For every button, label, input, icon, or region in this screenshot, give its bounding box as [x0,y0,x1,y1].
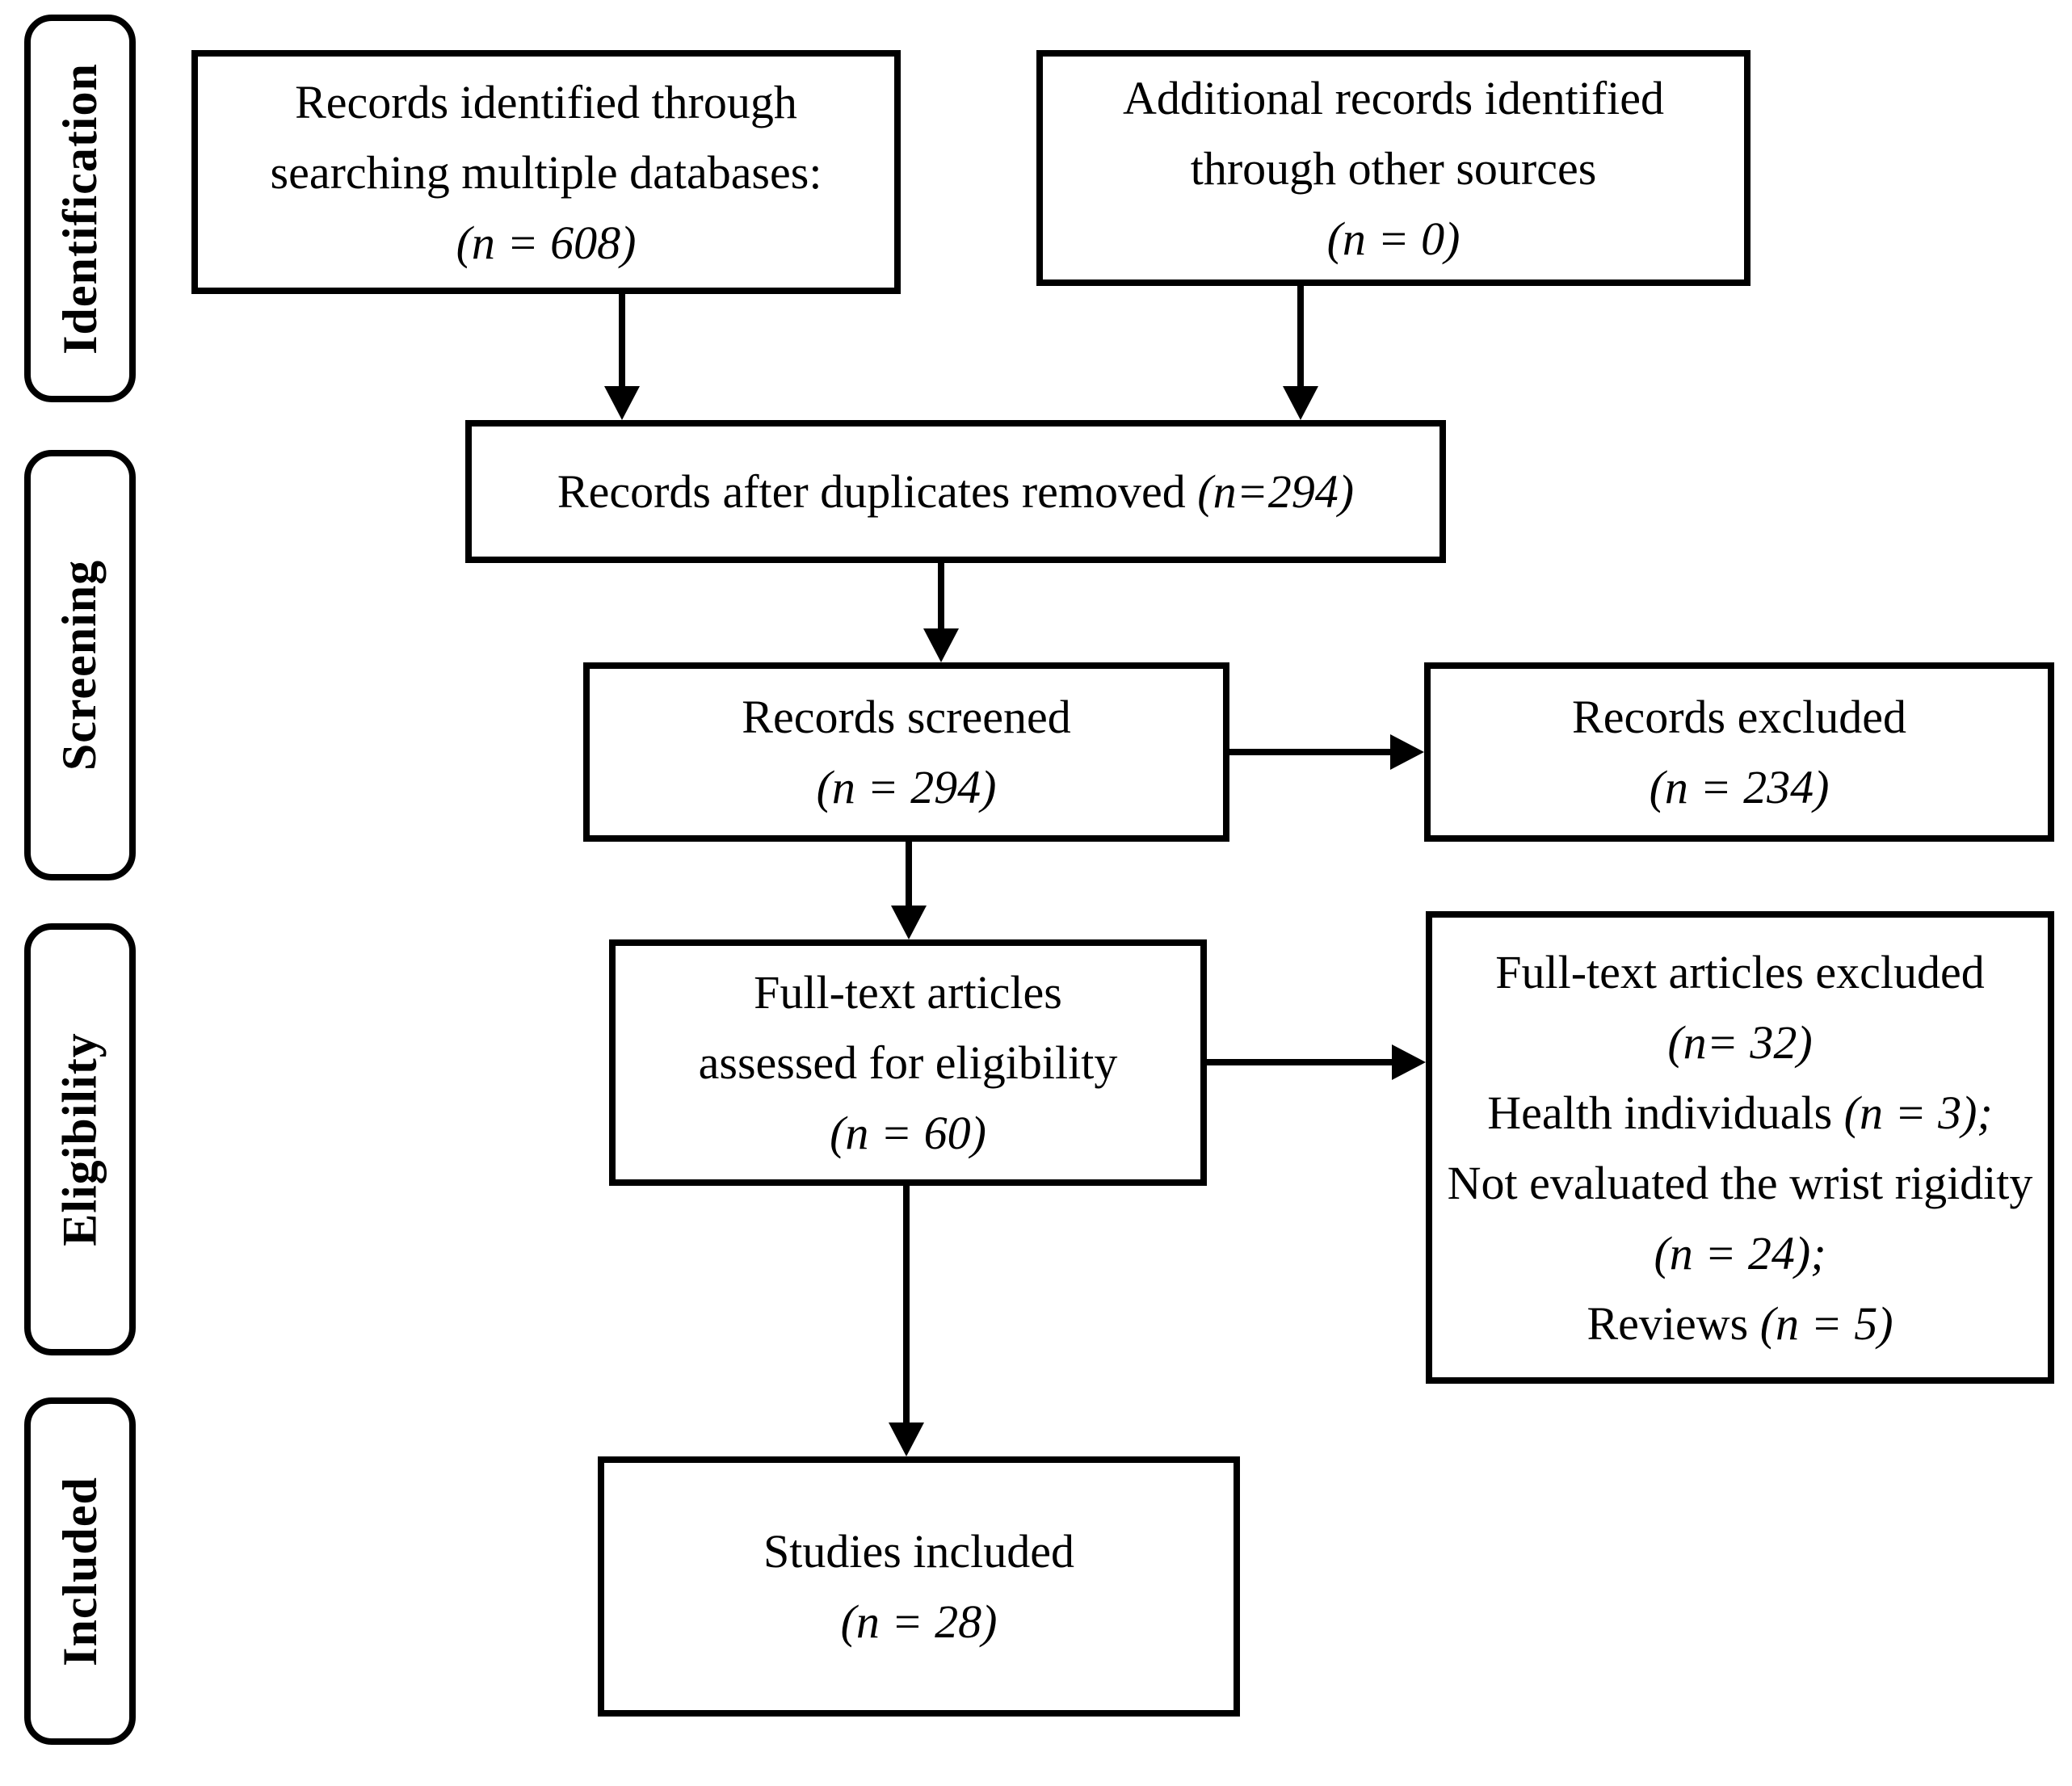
arrow-additional-to-deduplicated-head [1283,386,1318,420]
arrow-fulltext-to-included-head [889,1422,924,1456]
arrow-identified-to-deduplicated-line [619,294,625,389]
studies-included-count: (n = 28) [840,1595,998,1648]
arrow-screened-to-excluded-line [1229,749,1392,755]
fulltext-excluded-count: (n= 32) [1667,1015,1813,1069]
duplicates-removed-text: Records after duplicates removed (n=294) [557,465,1355,518]
stage-label-eligibility: Eligibility [24,923,136,1355]
box-records-excluded: Records excluded (n = 234) [1424,662,2054,842]
additional-records-line2: through other sources [1190,141,1597,195]
fulltext-excluded-reason-1: Health individuals (n = 3); [1487,1086,1993,1139]
duplicates-removed-count: (n=294) [1197,465,1355,518]
stage-label-included-text: Included [53,1476,107,1666]
fulltext-assessed-count: (n = 60) [830,1107,986,1159]
arrow-fulltext-to-included-line [903,1186,910,1424]
box-records-screened: Records screened (n = 294) [583,662,1229,842]
records-identified-line1: Records identified through [295,75,797,128]
records-identified-line2: searching multiple databases: [270,145,822,199]
box-fulltext-excluded: Full-text articles excluded (n= 32) Heal… [1426,911,2054,1384]
arrow-identified-to-deduplicated-head [604,386,640,420]
stage-label-screening: Screening [24,450,136,880]
fulltext-excluded-reason-2: Not evaluated the wrist rigidity (n = 24… [1447,1156,2033,1280]
additional-records-count: (n = 0) [1326,212,1460,265]
records-identified-count: (n = 608) [456,216,637,269]
stage-label-identification: Identification [24,15,136,402]
records-screened-count: (n = 294) [816,761,997,813]
records-excluded-count: (n = 234) [1649,761,1830,813]
fulltext-assessed-line2: assessed for eligibility [698,1036,1118,1089]
arrow-screened-to-fulltext-line [906,842,912,907]
studies-included-line1: Studies included [763,1525,1074,1578]
arrow-additional-to-deduplicated-line [1297,286,1304,386]
fulltext-assessed-line1: Full-text articles [754,966,1062,1019]
fulltext-excluded-reason-3: Reviews (n = 5) [1587,1296,1893,1350]
box-duplicates-removed: Records after duplicates removed (n=294) [465,420,1446,563]
arrow-screened-to-fulltext-head [891,906,927,939]
arrow-fulltext-to-excluded-line [1207,1059,1393,1065]
records-screened-line1: Records screened [742,691,1071,743]
stage-label-included: Included [24,1397,136,1745]
fulltext-excluded-title: Full-text articles excluded [1495,945,1985,998]
records-excluded-line1: Records excluded [1572,691,1906,743]
box-fulltext-assessed: Full-text articles assessed for eligibil… [609,939,1207,1186]
box-additional-records: Additional records identified through ot… [1036,50,1750,286]
box-records-identified: Records identified through searching mul… [191,50,901,294]
arrow-deduplicated-to-screened-line [938,563,944,632]
arrow-screened-to-excluded-head [1390,734,1424,770]
stage-label-screening-text: Screening [53,559,107,771]
arrow-deduplicated-to-screened-head [923,628,959,662]
arrow-fulltext-to-excluded-head [1392,1044,1426,1080]
additional-records-line1: Additional records identified [1122,71,1665,124]
stage-label-eligibility-text: Eligibility [53,1032,107,1246]
stage-label-identification-text: Identification [53,62,107,355]
box-studies-included: Studies included (n = 28) [598,1456,1240,1717]
